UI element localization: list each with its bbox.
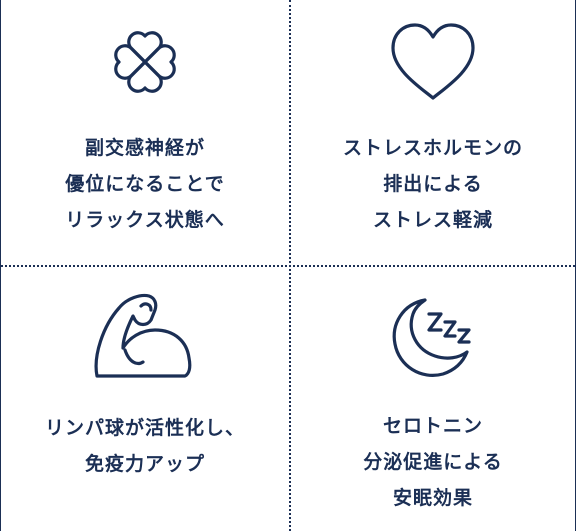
flexed-arm-icon: [94, 293, 192, 378]
text-line: 免疫力アップ: [84, 453, 205, 475]
benefit-text-relax: 副交感神経が 優位になることで リラックス状態へ: [65, 130, 224, 238]
benefit-cell-immunity: リンパ球が活性化し、 免疫力アップ: [1, 266, 289, 531]
text-line: 副交感神経が: [84, 137, 205, 159]
text-line: ストレスホルモンの: [342, 137, 523, 159]
moon-sleep-icon: [392, 298, 471, 377]
benefit-text-immunity: リンパ球が活性化し、 免疫力アップ: [45, 410, 245, 482]
benefit-cell-stress: ストレスホルモンの 排出による ストレス軽減: [289, 0, 576, 265]
text-line: 排出による: [383, 173, 483, 195]
benefit-text-sleep: セロトニン 分泌促進による 安眠効果: [363, 408, 502, 516]
text-line: 安眠効果: [392, 487, 473, 509]
text-line: リンパ球が活性化し、: [44, 417, 245, 439]
heart-icon: [391, 23, 475, 100]
text-line: 優位になることで: [65, 173, 225, 195]
benefit-cell-sleep: セロトニン 分泌促進による 安眠効果: [289, 266, 576, 531]
text-line: リラックス状態へ: [65, 209, 225, 231]
text-line: 分泌促進による: [363, 451, 503, 473]
text-line: ストレス軽減: [372, 209, 493, 231]
text-line: セロトニン: [382, 415, 483, 437]
benefit-text-stress: ストレスホルモンの 排出による ストレス軽減: [343, 130, 523, 238]
clover-icon: [114, 31, 176, 93]
horizontal-dotted-divider: [1, 265, 575, 267]
benefit-cell-relax: 副交感神経が 優位になることで リラックス状態へ: [1, 0, 289, 265]
